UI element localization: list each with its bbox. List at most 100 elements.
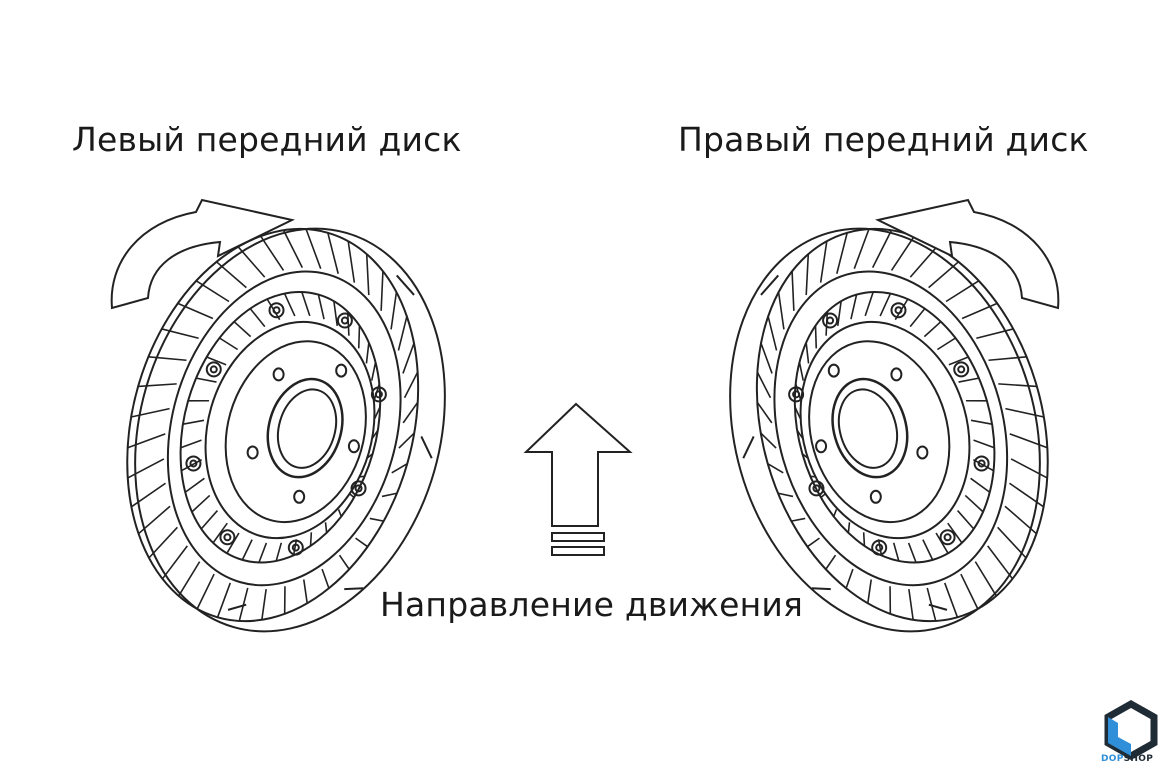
- vane-line: [756, 401, 773, 424]
- vane-line: [819, 241, 828, 283]
- right-rotation-arrow-icon: [874, 198, 1060, 310]
- stud-hole: [246, 445, 259, 460]
- stud-hole: [916, 445, 929, 460]
- vane-line: [381, 492, 398, 498]
- tooth-line: [947, 522, 963, 544]
- tooth-line: [923, 321, 942, 338]
- tooth-line: [373, 406, 381, 420]
- stud-hole: [827, 363, 840, 378]
- tooth-line: [357, 325, 361, 349]
- tooth-line: [349, 493, 355, 499]
- stud-hole: [347, 439, 360, 454]
- vane-line: [261, 588, 267, 620]
- vane-line: [380, 271, 384, 311]
- left-rotation-arrow-icon: [110, 198, 296, 310]
- tooth-line: [180, 439, 202, 449]
- tooth-line: [346, 311, 350, 336]
- tooth-line: [366, 453, 374, 459]
- vane-line: [138, 505, 171, 535]
- tooth-line: [200, 510, 219, 530]
- vane-line: [397, 316, 408, 351]
- tooth-line: [970, 477, 991, 493]
- bobbin-bolt: [336, 312, 353, 329]
- stud-hole: [272, 367, 285, 382]
- tooth-line: [212, 522, 228, 544]
- vane-line: [767, 316, 778, 351]
- tooth-line: [810, 475, 816, 478]
- vane-line: [161, 545, 188, 580]
- vane-line: [260, 235, 285, 271]
- tooth-line: [206, 356, 227, 366]
- vane-line: [398, 432, 415, 449]
- vane-line: [161, 328, 199, 340]
- forward-arrow-icon: [523, 402, 633, 556]
- vane-line: [127, 458, 165, 479]
- vane-line: [890, 235, 915, 271]
- bobbin-bolt: [219, 529, 236, 546]
- tooth-line: [922, 539, 934, 561]
- tooth-line: [907, 542, 917, 563]
- vane-line: [1009, 482, 1045, 508]
- tooth-line: [184, 477, 205, 493]
- logo-text-dark: SHOP: [1123, 754, 1154, 764]
- tooth-line: [292, 539, 298, 556]
- stud-hole: [335, 363, 348, 378]
- vane-line: [127, 433, 166, 449]
- vane-line: [853, 228, 870, 269]
- vane-line: [215, 261, 247, 289]
- tooth-line: [317, 294, 325, 320]
- vane-line: [943, 582, 959, 618]
- vane-line: [196, 573, 215, 610]
- tooth-line: [195, 377, 217, 383]
- tooth-line: [948, 356, 969, 366]
- left-disc-label: Левый передний диск: [72, 120, 462, 159]
- tooth-line: [359, 475, 365, 478]
- vane-line: [805, 254, 810, 296]
- vane-line: [961, 302, 998, 320]
- vane-line: [974, 561, 998, 597]
- bobbin-bolt: [953, 361, 970, 378]
- vane-line: [238, 587, 249, 622]
- vane-line: [402, 342, 415, 374]
- vane-line: [987, 545, 1014, 580]
- vane-line: [1005, 407, 1045, 418]
- tooth-line: [805, 342, 810, 364]
- vane-line: [1010, 458, 1048, 479]
- tooth-line: [820, 493, 826, 499]
- tooth-line: [226, 532, 240, 554]
- vane-line: [369, 517, 384, 522]
- vane-line: [825, 554, 837, 570]
- tooth-line: [324, 522, 328, 533]
- vane-line: [177, 302, 214, 320]
- stud-hole: [815, 439, 828, 454]
- vane-line: [321, 568, 330, 589]
- vane-line: [338, 554, 350, 570]
- vane-line: [845, 568, 854, 589]
- vane-line: [216, 582, 232, 618]
- tooth-line: [958, 377, 980, 383]
- vane-line: [998, 383, 1037, 388]
- vane-line: [777, 492, 794, 498]
- vane-line: [305, 228, 322, 269]
- tooth-line: [233, 321, 252, 338]
- tooth-line: [864, 291, 874, 317]
- tooth-line: [241, 539, 253, 561]
- tooth-line: [794, 406, 802, 420]
- tooth-line: [333, 301, 339, 327]
- vane-line: [355, 537, 369, 548]
- tooth-line: [309, 532, 313, 546]
- vane-line: [988, 356, 1027, 362]
- right-brake-disc-icon: [683, 188, 1095, 670]
- tooth-line: [850, 294, 858, 320]
- tooth-line: [371, 429, 379, 440]
- tooth-line: [796, 429, 804, 440]
- vane-line: [347, 241, 356, 283]
- vane-line: [130, 407, 170, 418]
- tooth-line: [337, 509, 343, 517]
- stud-hole: [293, 489, 306, 504]
- vane-line: [302, 579, 308, 604]
- dopshop-logo-icon: [1104, 700, 1158, 761]
- vane-line: [365, 254, 370, 296]
- direction-label: Направление движения: [380, 585, 804, 624]
